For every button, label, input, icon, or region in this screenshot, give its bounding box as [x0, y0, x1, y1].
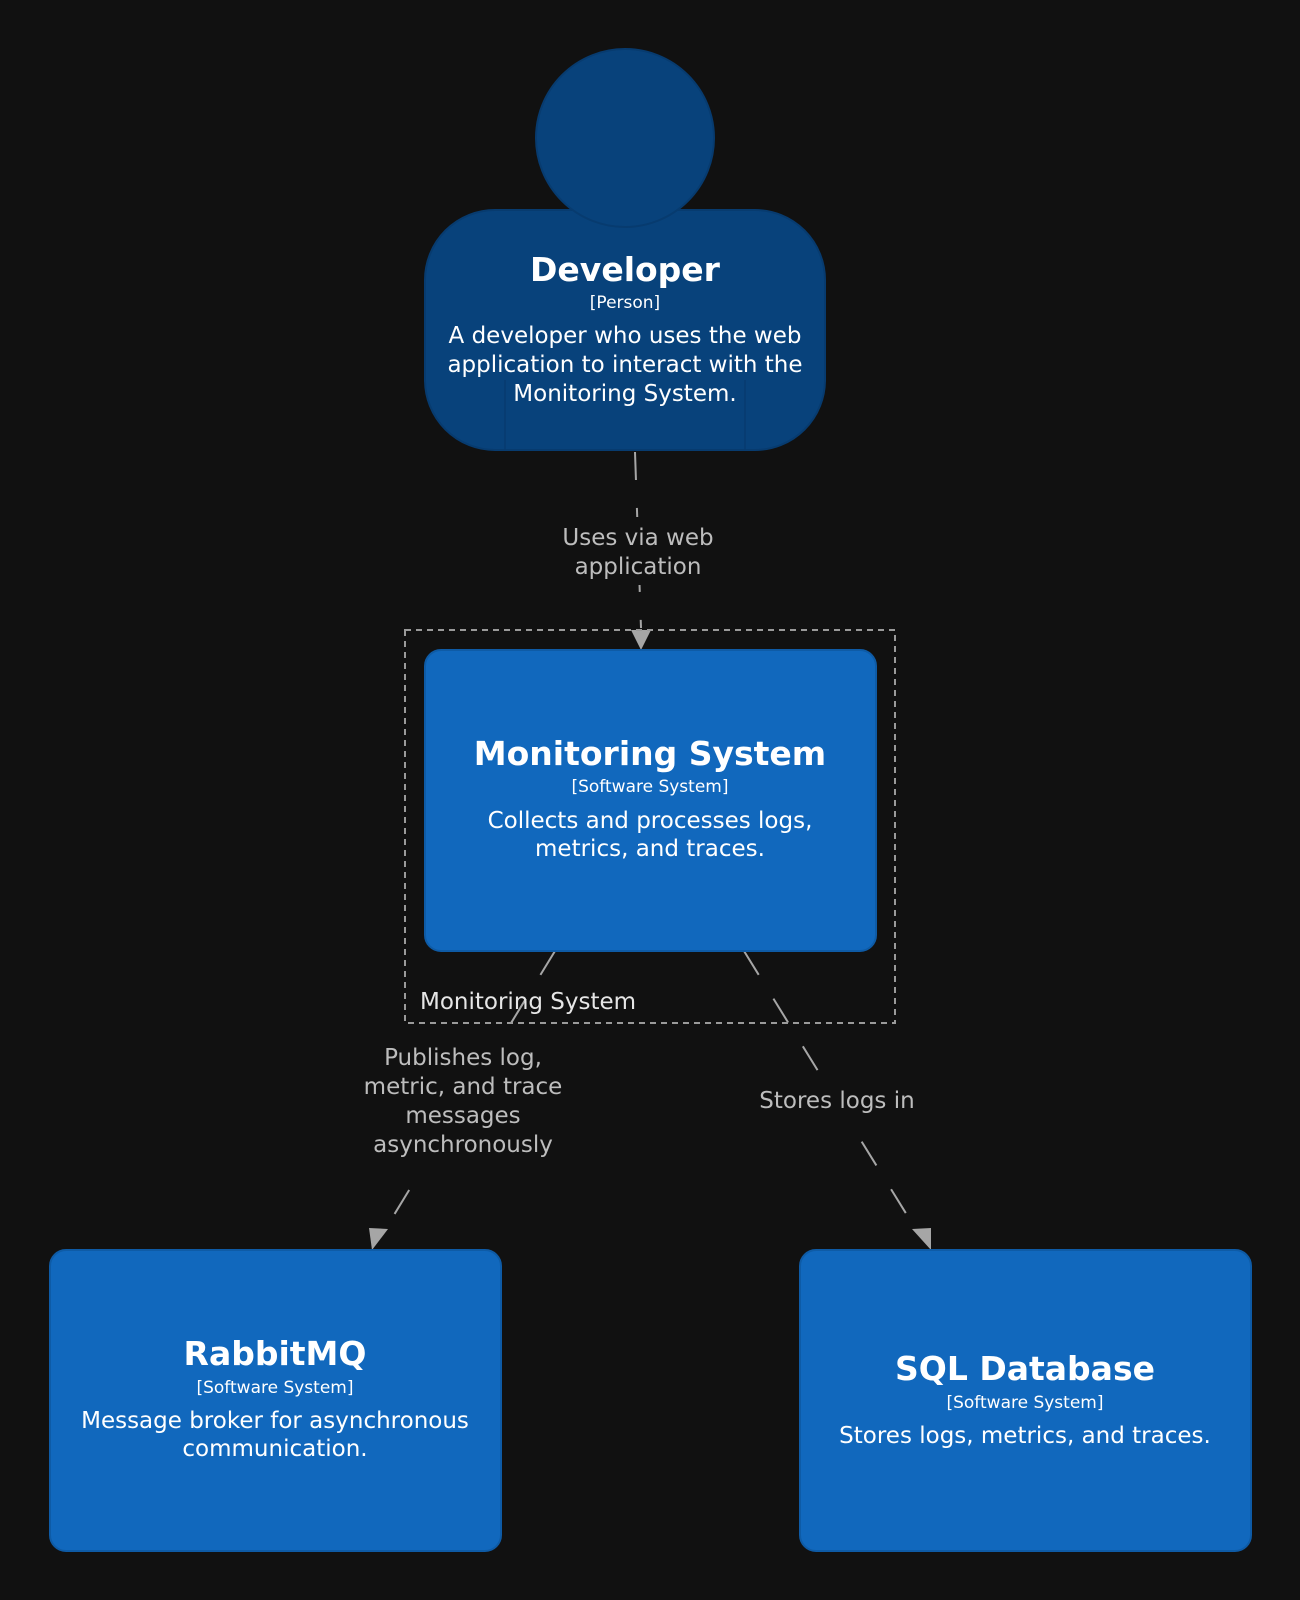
monitoring-system-node[interactable]: Monitoring System [Software System] Coll… [424, 649, 877, 952]
sql-database-type: [Software System] [946, 1393, 1103, 1413]
edge-uses-label-line-1: Uses via web [562, 525, 713, 551]
sql-database-box [799, 1249, 1252, 1552]
edge-uses-arrowhead [631, 630, 651, 650]
boundary-label: Monitoring System [420, 989, 636, 1015]
monitoring-system-type: [Software System] [571, 777, 728, 797]
sql-database-node[interactable]: SQL Database [Software System] Stores lo… [799, 1249, 1252, 1552]
developer-desc-line-2: application to interact with the [447, 352, 802, 378]
edge-stores-label-line-1: Stores logs in [759, 1088, 914, 1114]
edge-stores-label-bg [758, 1088, 918, 1124]
developer-desc-line-3: Monitoring System. [513, 381, 736, 407]
edge-uses-label-line-2: application [575, 554, 702, 580]
edge-publishes-label-line-1: Publishes log, [384, 1045, 542, 1071]
developer-person[interactable]: Developer [Person] A developer who uses … [424, 48, 826, 451]
edges [369, 451, 931, 1250]
rabbitmq-desc-line-2: communication. [182, 1436, 367, 1462]
edge-publishes-label-group: Publishes log, metric, and trace message… [360, 1042, 566, 1168]
rabbitmq-node[interactable]: RabbitMQ [Software System] Message broke… [49, 1249, 502, 1552]
edge-publishes-label-line-2: metric, and trace [364, 1074, 563, 1100]
edge-stores-arrowhead [912, 1228, 931, 1250]
monitoring-system-desc-line-1: Collects and processes logs, [488, 808, 813, 834]
monitoring-system-box [424, 649, 877, 952]
monitoring-system-boundary: Monitoring System [404, 629, 896, 1024]
edge-stores-label-group: Stores logs in [758, 1088, 918, 1124]
monitoring-system-desc-line-2: metrics, and traces. [535, 836, 765, 862]
developer-title: Developer [530, 250, 721, 289]
rabbitmq-box [49, 1249, 502, 1552]
edge-publishes-label-line-3: messages [405, 1103, 520, 1129]
developer-head [535, 48, 715, 228]
boundary-frame [404, 629, 896, 1024]
edge-publishes-label-bg [360, 1042, 566, 1168]
edge-publishes-arrowhead [369, 1228, 388, 1250]
edge-uses-label-group: Uses via web application [555, 517, 721, 585]
monitoring-system-title: Monitoring System [474, 734, 826, 773]
sql-database-title: SQL Database [895, 1349, 1155, 1388]
rabbitmq-desc-line-1: Message broker for asynchronous [81, 1408, 469, 1434]
sql-database-desc-line-1: Stores logs, metrics, and traces. [839, 1423, 1211, 1449]
rabbitmq-title: RabbitMQ [184, 1334, 367, 1373]
rabbitmq-type: [Software System] [196, 1378, 353, 1398]
developer-type: [Person] [590, 293, 660, 313]
edge-uses-label-bg [555, 517, 721, 585]
developer-desc-line-1: A developer who uses the web [449, 323, 802, 349]
edge-publishes-label-line-4: asynchronously [373, 1132, 553, 1158]
